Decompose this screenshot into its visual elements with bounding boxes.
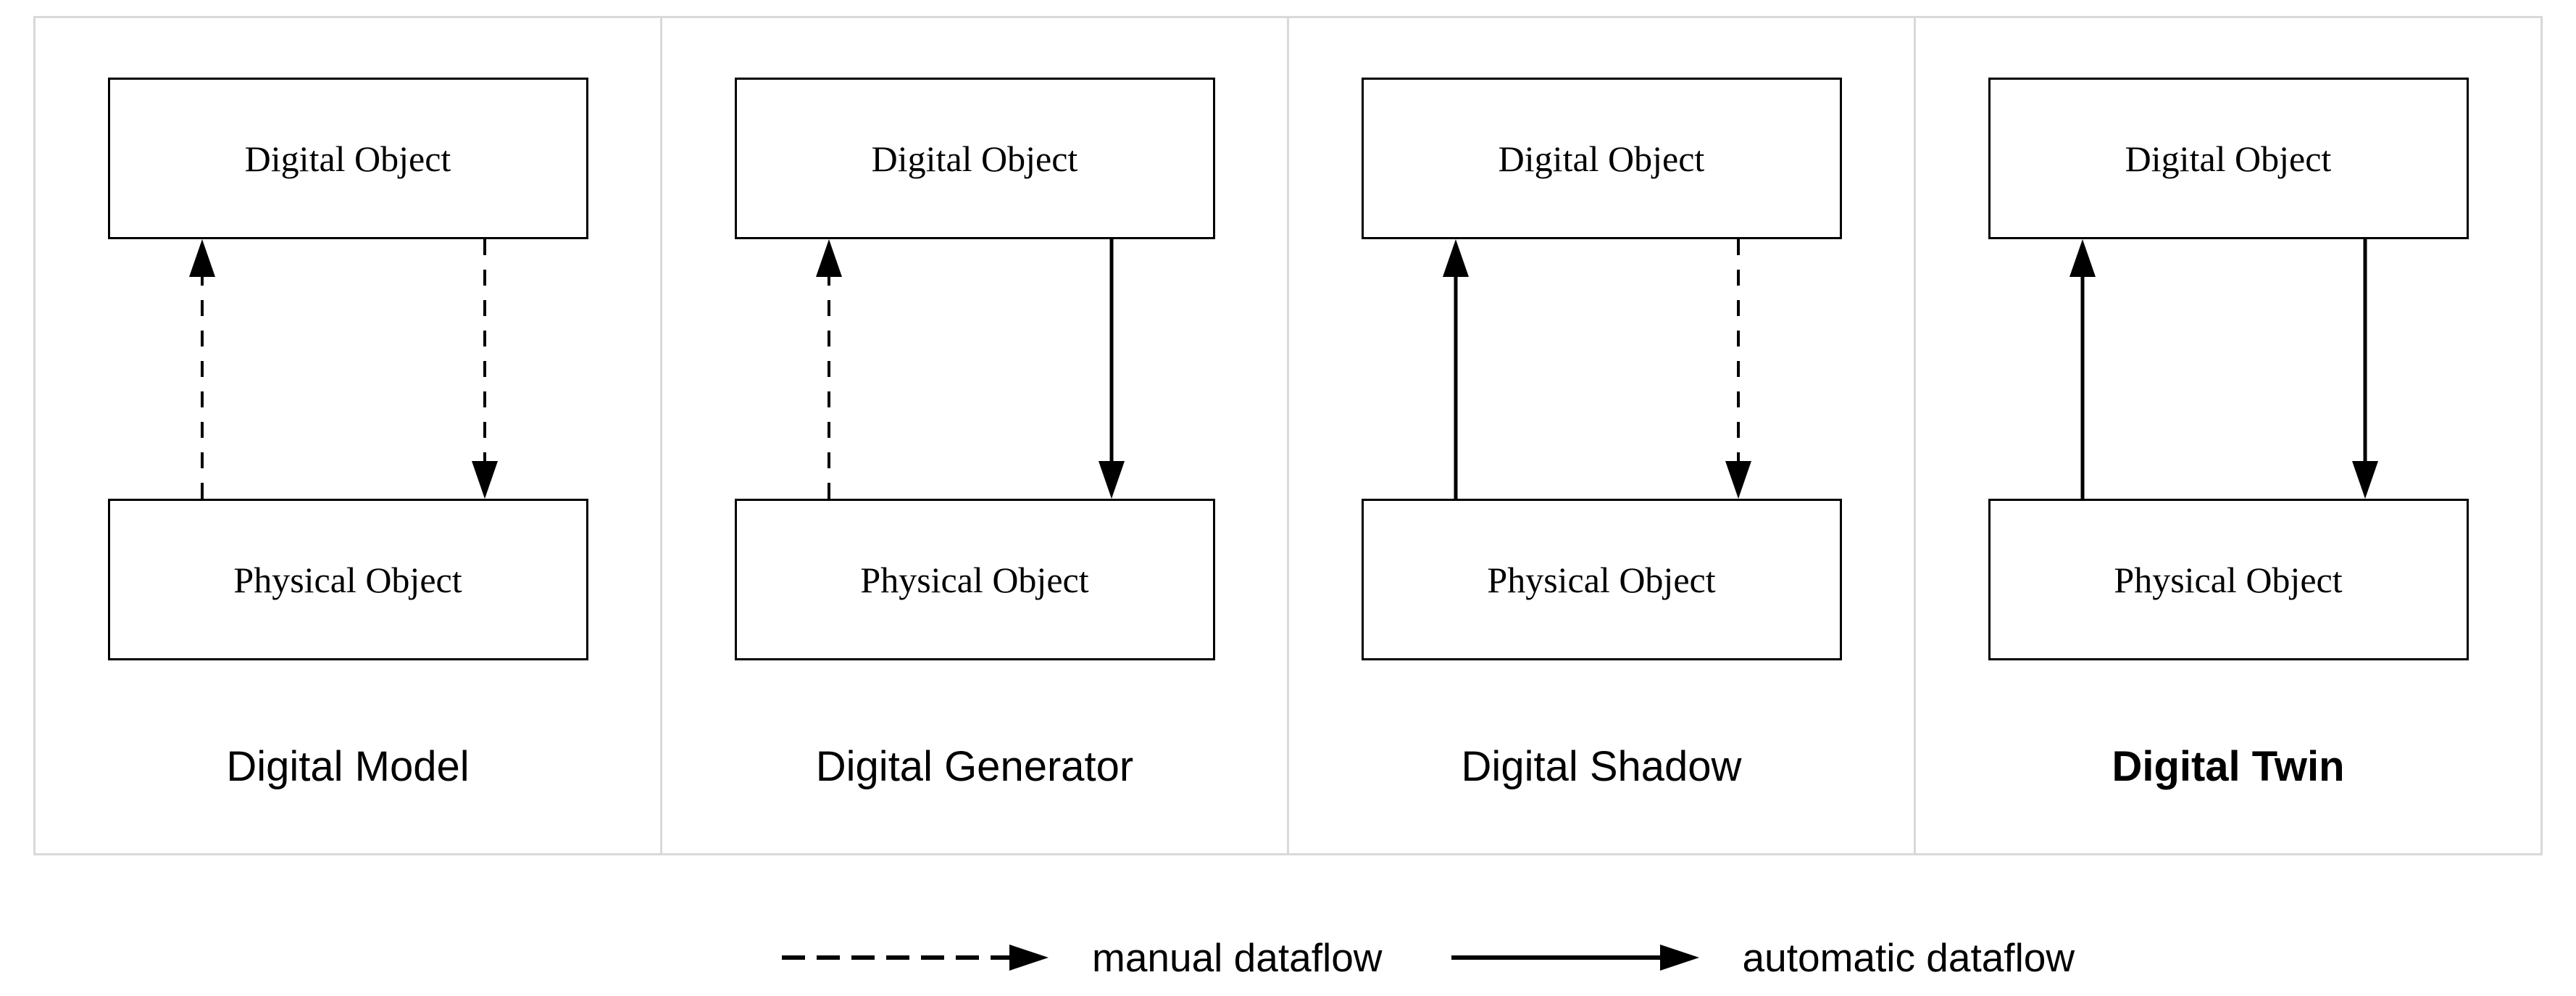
physical-object-label: Physical Object	[1487, 559, 1716, 600]
digital-object-box: Digital Object	[1361, 78, 1842, 239]
automatic-dataflow-label: automatic dataflow	[1742, 935, 2075, 980]
physical-object-label: Physical Object	[2114, 559, 2343, 600]
dataflow-arrows	[815, 239, 1125, 499]
physical-object-box: Physical Object	[1988, 499, 2469, 660]
panel-title: Digital Shadow	[1461, 743, 1742, 790]
digital-object-box: Digital Object	[734, 78, 1215, 239]
physical-object-box: Physical Object	[107, 499, 588, 660]
physical-object-label: Physical Object	[860, 559, 1089, 600]
physical-object-label: Physical Object	[233, 559, 462, 600]
downward-arrowhead-icon	[2351, 461, 2378, 499]
digital-object-label: Digital Object	[1498, 138, 1705, 179]
dataflow-arrows	[1442, 239, 1751, 499]
panel-digital-model: Digital Object Physical Object Digital M…	[36, 18, 662, 853]
diagram-frame: Digital Object Physical Object Digital M…	[33, 16, 2543, 855]
legend: manual dataflow automatic dataflow	[779, 934, 2075, 982]
digital-object-label: Digital Object	[2125, 138, 2332, 179]
panel-title: Digital Model	[226, 743, 470, 790]
upward-arrowhead-icon	[1442, 239, 1469, 277]
dataflow-arrows	[2069, 239, 2378, 499]
panel-digital-generator: Digital Object Physical Object Digital G…	[662, 18, 1289, 853]
legend-dashed-arrowhead-icon	[1009, 945, 1049, 971]
panel-digital-twin: Digital Object Physical Object Digital T…	[1916, 18, 2540, 853]
manual-dataflow-label: manual dataflow	[1092, 935, 1383, 980]
downward-arrowhead-icon	[1098, 461, 1125, 499]
legend-solid-arrowhead-icon	[1659, 945, 1699, 971]
downward-arrowhead-icon	[1725, 461, 1751, 499]
manual-dataflow-arrow-icon	[782, 945, 1049, 971]
physical-object-box: Physical Object	[1361, 499, 1842, 660]
upward-arrowhead-icon	[2069, 239, 2096, 277]
digital-object-label: Digital Object	[244, 138, 451, 179]
physical-object-box: Physical Object	[734, 499, 1215, 660]
automatic-dataflow-arrow-icon	[1451, 945, 1699, 971]
panel-title: Digital Generator	[815, 743, 1134, 790]
downward-arrowhead-icon	[471, 461, 498, 499]
panel-title: Digital Twin	[2112, 743, 2345, 790]
upward-arrowhead-icon	[188, 239, 215, 277]
digital-object-box: Digital Object	[1988, 78, 2469, 239]
dataflow-arrows	[188, 239, 498, 499]
upward-arrowhead-icon	[815, 239, 842, 277]
digital-object-box: Digital Object	[107, 78, 588, 239]
panel-digital-shadow: Digital Object Physical Object Digital S…	[1289, 18, 1916, 853]
digital-object-label: Digital Object	[871, 138, 1078, 179]
